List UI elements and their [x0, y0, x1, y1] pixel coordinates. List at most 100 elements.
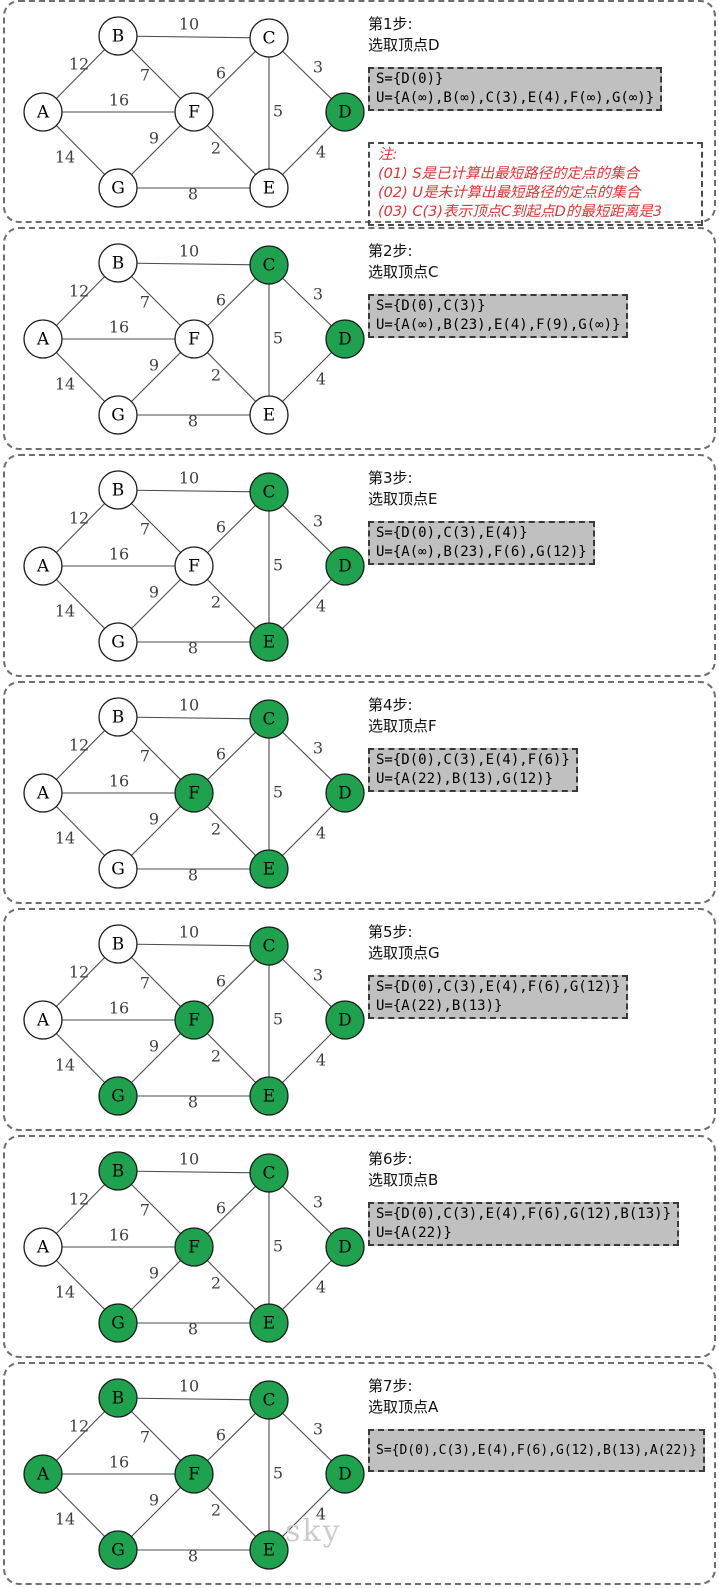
graph-node-circle — [98, 622, 138, 662]
s-set-text: S={D(0),C(3),E(4),F(6),G(12)} — [376, 979, 621, 995]
graph-node-circle — [98, 1303, 138, 1343]
edge-weight-label: 10 — [179, 15, 199, 34]
s-set-text: S={D(0),C(3),E(4),F(6),G(12),B(13)} — [376, 1206, 672, 1222]
graph-node-circle — [174, 1227, 214, 1267]
edge-weight-label: 16 — [109, 91, 129, 110]
graph-node-label: C — [262, 483, 275, 503]
step-subtitle: 选取顶点F — [368, 717, 437, 735]
edge-weight-label: 2 — [211, 593, 221, 612]
graph-node-label: B — [112, 1389, 125, 1409]
edge-weight-label: 8 — [188, 639, 198, 658]
graph-node-circle — [249, 168, 289, 208]
edge-weight-label: 7 — [140, 520, 150, 539]
step-title: 第3步: — [368, 469, 413, 487]
graph-node-label: F — [188, 1238, 200, 1258]
graph-node-circle — [98, 1530, 138, 1570]
edge-weight-label: 10 — [179, 923, 199, 942]
graph-node-label: C — [262, 1164, 275, 1184]
graph-node-circle — [249, 1153, 289, 1193]
graph-node-label: D — [338, 1465, 352, 1485]
graph-node-label: G — [111, 1314, 125, 1334]
step-title: 第5步: — [368, 923, 413, 941]
graph-node-label: F — [188, 557, 200, 577]
edge-weight-label: 9 — [149, 1491, 159, 1510]
graph-node-label: G — [111, 633, 125, 653]
set-box: S={D(0),C(3),E(4),F(6),G(12)} U={A(22),B… — [368, 975, 629, 1019]
graph-node-label: C — [262, 1391, 275, 1411]
graph-node-label: F — [188, 784, 200, 804]
edge-weight-label: 8 — [188, 412, 198, 431]
edge-weight-label: 16 — [109, 1453, 129, 1472]
graph-node-circle — [23, 1000, 63, 1040]
edge-weight-label: 14 — [55, 829, 75, 848]
step-title: 第7步: — [368, 1377, 413, 1395]
edge-weight-label: 2 — [211, 820, 221, 839]
step-subtitle: 选取顶点B — [368, 1171, 439, 1189]
edge-weight-label: 12 — [69, 55, 89, 74]
edge-weight-label: 12 — [69, 963, 89, 982]
graph-node-circle — [23, 546, 63, 586]
graph-node-circle — [249, 1076, 289, 1116]
edge-weight-label: 16 — [109, 1226, 129, 1245]
s-set-text: S={D(0),C(3)} — [376, 298, 486, 314]
graph-node-label: B — [112, 1162, 125, 1182]
graph-node-label: D — [338, 1011, 352, 1031]
graph-node-circle — [23, 773, 63, 813]
graph-node-circle — [98, 1378, 138, 1418]
edge-weight-label: 5 — [273, 1237, 283, 1256]
graph-node-label: A — [36, 784, 50, 804]
graph-node-circle — [174, 773, 214, 813]
graph-node-circle — [325, 1454, 365, 1494]
edge-weight-label: 2 — [211, 139, 221, 158]
set-box: S={D(0),C(3),E(4),F(6),G(12),B(13)} U={A… — [368, 1202, 680, 1246]
graph-node-label: F — [188, 330, 200, 350]
edge-weight-label: 4 — [316, 824, 326, 843]
graph-node-label: A — [36, 1011, 50, 1031]
edge-weight-label: 2 — [211, 1274, 221, 1293]
step-subtitle: 选取顶点A — [368, 1398, 439, 1416]
edge-weight-label: 9 — [149, 1264, 159, 1283]
s-set-text: S={D(0),C(3),E(4),F(6),G(12),B(13),A(22)… — [376, 1443, 697, 1458]
graph-node-label: A — [36, 1238, 50, 1258]
graph-node-circle — [98, 16, 138, 56]
graph-node-circle — [249, 1530, 289, 1570]
graph-node-circle — [98, 924, 138, 964]
edge-weight-label: 9 — [149, 356, 159, 375]
graph-node-circle — [174, 1000, 214, 1040]
graph-node-label: C — [262, 937, 275, 957]
graph-edge — [117, 262, 270, 266]
graph-node-circle — [98, 1151, 138, 1191]
edge-weight-label: 8 — [188, 185, 198, 204]
step-subtitle: 选取顶点C — [368, 263, 439, 281]
edge-weight-label: 7 — [140, 1428, 150, 1447]
graph-node-label: D — [338, 103, 352, 123]
note-heading: 注: — [378, 147, 398, 163]
edge-weight-label: 3 — [313, 966, 323, 985]
edge-weight-label: 14 — [55, 148, 75, 167]
s-set-text: S={D(0),C(3),E(4),F(6)} — [376, 752, 570, 768]
graph-node-circle — [23, 319, 63, 359]
edge-weight-label: 16 — [109, 318, 129, 337]
graph-node-label: F — [188, 1011, 200, 1031]
graph-node-circle — [23, 1454, 63, 1494]
edge-weight-label: 9 — [149, 1037, 159, 1056]
graph-node-label: G — [111, 406, 125, 426]
graph-node-circle — [98, 470, 138, 510]
graph-node-circle — [249, 245, 289, 285]
edge-weight-label: 10 — [179, 469, 199, 488]
edge-weight-label: 3 — [313, 285, 323, 304]
graph-node-label: F — [188, 1465, 200, 1485]
edge-weight-label: 5 — [273, 556, 283, 575]
step-info: 第1步: 选取顶点D S={D(0)} U={A(∞),B(∞),C(3),E(… — [368, 14, 716, 111]
graph-node-circle — [325, 319, 365, 359]
graph-node-label: G — [111, 1087, 125, 1107]
graph-node-label: F — [188, 103, 200, 123]
graph-node-label: A — [36, 1465, 50, 1485]
